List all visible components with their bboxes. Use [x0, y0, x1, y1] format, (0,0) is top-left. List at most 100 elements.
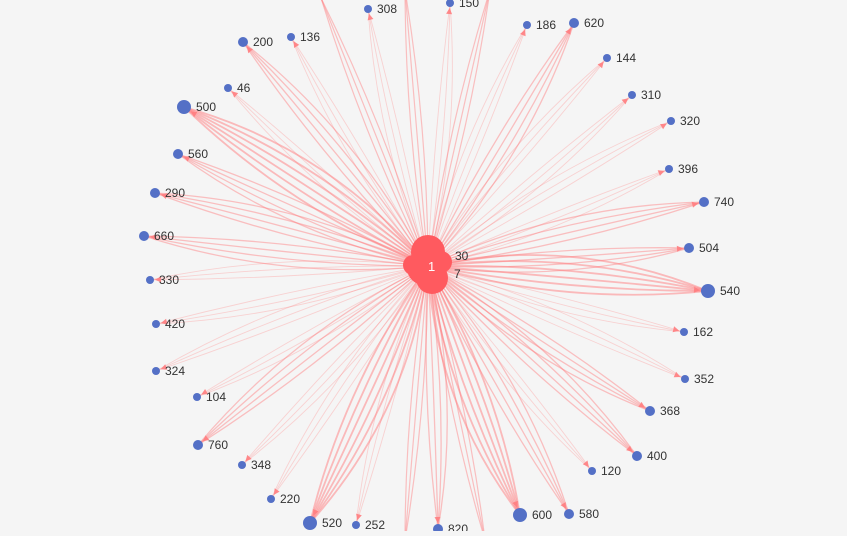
node-540[interactable]: [701, 284, 715, 298]
edge-arrow: [367, 13, 374, 21]
node-320[interactable]: [667, 117, 675, 125]
edge-348: [241, 265, 429, 466]
edge-arrow: [293, 41, 300, 48]
node-308[interactable]: [364, 5, 372, 13]
edge-arrow: [626, 445, 633, 452]
edge-368: [427, 265, 651, 412]
node-740[interactable]: [699, 197, 709, 207]
node-46[interactable]: [224, 84, 232, 92]
edge-740: [427, 201, 705, 267]
node-label-420: 420: [165, 317, 185, 331]
node-label-600: 600: [532, 508, 552, 522]
edge-200: [242, 41, 429, 267]
node-120[interactable]: [588, 467, 596, 475]
node-560[interactable]: [173, 149, 183, 159]
node-580[interactable]: [564, 509, 574, 519]
node-324[interactable]: [152, 367, 160, 375]
edge-396: [427, 168, 670, 267]
edge-760: [197, 265, 429, 446]
edge-offscreen: [320, 0, 429, 267]
edge-arrow: [657, 170, 665, 176]
node-400[interactable]: [632, 451, 642, 461]
node-760[interactable]: [193, 440, 203, 450]
center-node-blob[interactable]: [430, 251, 452, 273]
edge-368: [427, 265, 651, 412]
edge-arrow: [273, 488, 280, 495]
node-500[interactable]: [177, 100, 191, 114]
edge-580: [427, 265, 570, 515]
edge-arrow: [597, 61, 604, 69]
node-136[interactable]: [287, 33, 295, 41]
edge-arrow: [565, 28, 571, 35]
center-node-blob[interactable]: [403, 255, 423, 275]
node-310[interactable]: [628, 91, 636, 99]
node-label-290: 290: [165, 186, 185, 200]
node-label-136: 136: [300, 30, 320, 44]
edge-310: [427, 94, 633, 267]
node-label-580: 580: [579, 507, 599, 521]
node-144[interactable]: [603, 54, 611, 62]
edge-540: [427, 265, 709, 292]
node-520[interactable]: [303, 516, 317, 530]
node-104[interactable]: [193, 393, 201, 401]
edge-arrow: [520, 29, 526, 37]
edge-arrow: [160, 193, 168, 199]
edge-136: [290, 36, 429, 267]
node-420[interactable]: [152, 320, 160, 328]
edge-520: [309, 265, 429, 524]
node-label-330: 330: [159, 273, 179, 287]
edge-520: [309, 265, 429, 524]
node-200[interactable]: [238, 37, 248, 47]
edge-540: [427, 260, 709, 292]
edge-offscreen: [427, 0, 490, 267]
edge-520: [309, 265, 429, 524]
node-label-310: 310: [641, 88, 661, 102]
edge-540: [427, 254, 709, 292]
node-396[interactable]: [665, 165, 673, 173]
node-label-560: 560: [188, 147, 208, 161]
edge-330: [149, 265, 429, 281]
edge-820: [427, 265, 442, 530]
edge-820: [427, 265, 448, 530]
node-660[interactable]: [139, 231, 149, 241]
node-820[interactable]: [433, 524, 443, 534]
node-504[interactable]: [684, 243, 694, 253]
edge-352: [427, 265, 686, 380]
node-220[interactable]: [267, 495, 275, 503]
edge-offscreen: [427, 265, 486, 536]
edge-400: [427, 265, 638, 457]
edge-arrow: [313, 509, 319, 516]
node-label-120: 120: [601, 464, 621, 478]
node-368[interactable]: [645, 406, 655, 416]
edge-620: [427, 22, 575, 267]
edge-186: [427, 24, 528, 267]
edge-144: [427, 57, 608, 267]
edge-348: [241, 265, 429, 466]
node-162[interactable]: [680, 328, 688, 336]
edge-290: [154, 192, 429, 267]
edge-500: [183, 106, 429, 267]
node-620[interactable]: [569, 18, 579, 28]
node-330[interactable]: [146, 276, 154, 284]
node-label-348: 348: [251, 458, 271, 472]
node-600[interactable]: [513, 508, 527, 522]
edge-760: [197, 265, 429, 446]
edge-arrow: [231, 91, 239, 98]
edge-200: [242, 41, 429, 267]
edge-500: [183, 106, 429, 267]
node-252[interactable]: [352, 521, 360, 529]
edge-324: [155, 265, 429, 372]
node-352[interactable]: [681, 375, 689, 383]
edge-arrow: [660, 123, 667, 130]
node-348[interactable]: [238, 461, 246, 469]
edge-arrow: [582, 460, 589, 468]
edge-arrow: [638, 401, 645, 408]
edge-324: [155, 265, 429, 372]
node-label-740: 740: [714, 195, 734, 209]
node-290[interactable]: [150, 188, 160, 198]
edge-offscreen: [404, 265, 429, 536]
node-150[interactable]: [446, 0, 454, 7]
node-186[interactable]: [523, 21, 531, 29]
edge-arrow: [160, 318, 168, 325]
